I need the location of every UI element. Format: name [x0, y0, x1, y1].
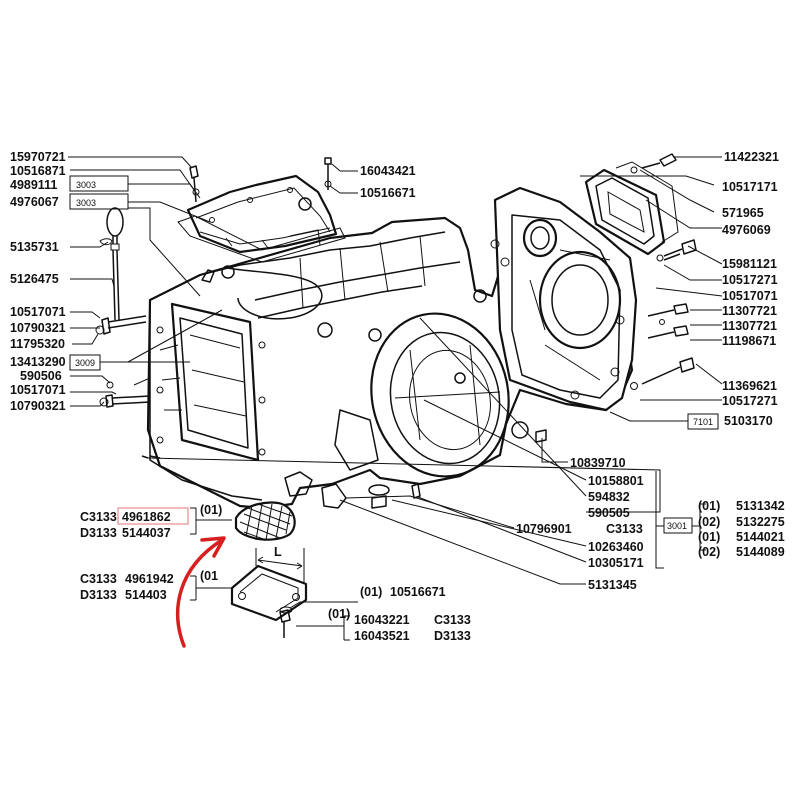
part-label: 571965: [722, 206, 764, 220]
part-label: 11307721: [722, 304, 777, 318]
part-label: 594832: [588, 490, 630, 504]
left-label-column: 15970721 10516871 4989111 4976067 513573…: [10, 150, 66, 413]
part-label: 590505: [588, 506, 630, 520]
screw-callout: (01) 10516671 (01) 16043221 C3133 160435…: [328, 585, 471, 643]
qty-label: (01): [200, 503, 222, 517]
qty-label: (01: [200, 569, 218, 583]
variant-part: 5132275: [736, 515, 785, 529]
part-label: 5103170: [724, 414, 773, 428]
part-label: 10517171: [722, 180, 778, 194]
reference-boxes: 3003 3003 3009 7101 3001: [69, 175, 719, 534]
dipstick-part: [99, 207, 124, 321]
left-bolts: [95, 269, 215, 459]
part-label: 10517271: [722, 394, 778, 408]
part-label: 10790321: [10, 321, 66, 335]
model-label: D3133: [434, 629, 471, 643]
variant-group-3001: (01) 5131342 (02) 5132275 (01) 5144021 (…: [698, 499, 785, 559]
highlight-box: [117, 507, 189, 525]
variant-part: 5144021: [736, 530, 785, 544]
ref-box-7101: 7101: [693, 417, 713, 427]
ref-box-3003-b: 3003: [76, 198, 96, 208]
part-label: 15970721: [10, 150, 66, 164]
part-label: 10516671: [360, 186, 416, 200]
ref-box-3001: 3001: [667, 521, 687, 531]
model-label: C3133: [80, 510, 117, 524]
cover-callout: C3133 4961942 (01 D3133 514403 L: [80, 545, 282, 602]
part-label: 11307721: [722, 319, 777, 333]
red-annotation-arrow: [176, 536, 226, 648]
part-label: 16043521: [354, 629, 410, 643]
dimension-label: L: [274, 545, 282, 559]
part-label: 590506: [20, 369, 62, 383]
ref-box-3003-a: 3003: [76, 180, 96, 190]
part-label: 4961942: [125, 572, 174, 586]
top-label-column: 16043421 10516671: [360, 164, 416, 200]
filter-callout: C3133 4961862 (01) D3133 5144037: [80, 503, 222, 540]
ref-box-3009: 3009: [75, 358, 95, 368]
transmission-housing-drawing: [95, 153, 697, 638]
part-label: 10516671: [390, 585, 446, 599]
part-label: 5126475: [10, 272, 59, 286]
part-label: 16043221: [354, 613, 410, 627]
variant-part: 5144089: [736, 545, 785, 559]
part-label: 15981121: [722, 257, 777, 271]
part-label: 10790321: [10, 399, 66, 413]
part-label: 11198671: [722, 334, 776, 348]
part-label: 514403: [125, 588, 167, 602]
variant-qty: (01): [698, 499, 720, 513]
part-label: 10517071: [10, 305, 66, 319]
right-bolts: [630, 153, 697, 390]
part-label: 4989111: [10, 178, 57, 192]
part-label: 5144037: [122, 526, 171, 540]
center-label-column: 10839710 10158801 594832 590505 10796901…: [516, 456, 644, 592]
model-label: C3133: [434, 613, 471, 627]
part-label: 10839710: [570, 456, 626, 470]
qty-label: (01): [328, 607, 350, 621]
part-label: 10305171: [588, 556, 644, 570]
variant-part: 5131342: [736, 499, 785, 513]
qty-label: (01): [360, 585, 382, 599]
model-label: C3133: [606, 522, 643, 536]
part-label: 4976067: [10, 195, 59, 209]
variant-qty: (02): [698, 545, 720, 559]
highlighted-part-label: 4961862: [122, 510, 171, 524]
variant-qty: (02): [698, 515, 720, 529]
variant-qty: (01): [698, 530, 720, 544]
drain-cover-part: [230, 548, 308, 622]
part-label: 10517271: [722, 273, 778, 287]
part-label: 10796901: [516, 522, 572, 536]
part-label: 10517071: [722, 289, 778, 303]
part-label: 5135731: [10, 240, 59, 254]
filter-screen-part: [234, 501, 296, 541]
part-label: 11369621: [722, 379, 777, 393]
part-label: 10158801: [588, 474, 644, 488]
part-label: 11422321: [724, 150, 779, 164]
part-label: 10517071: [10, 383, 66, 397]
part-label: 10516871: [10, 164, 66, 178]
part-label: 4976069: [722, 223, 771, 237]
part-label: 13413290: [10, 355, 66, 369]
part-label: 10263460: [588, 540, 644, 554]
right-label-column: 11422321 10517171 571965 4976069 1598112…: [722, 150, 779, 428]
leader-lines: [68, 156, 723, 641]
model-label: D3133: [80, 526, 117, 540]
model-label: C3133: [80, 572, 117, 586]
part-label: 16043421: [360, 164, 416, 178]
part-label: 11795320: [10, 337, 65, 351]
part-label: 5131345: [588, 578, 637, 592]
model-label: D3133: [80, 588, 117, 602]
